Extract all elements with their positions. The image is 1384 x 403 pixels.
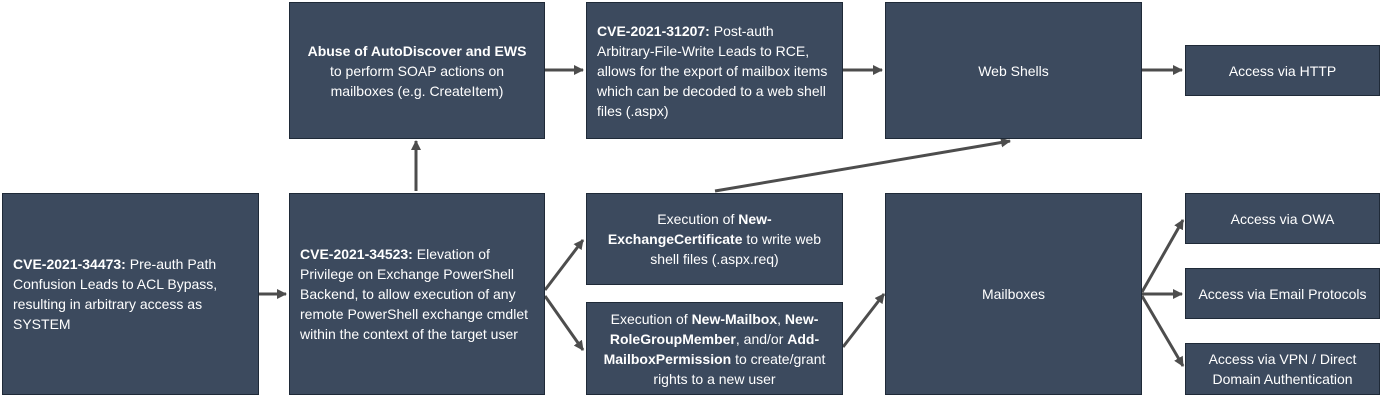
node-new-mailbox-sep-1: , [777,310,785,327]
node-new-mailbox-pre: Execution of [610,310,692,327]
node-new-exchangecertificate: Execution of New-ExchangeCertificate to … [586,193,843,285]
node-mailboxes-label: Mailboxes [981,286,1046,302]
node-access-vpn-label: Access via VPN / Direct Domain Authentic… [1208,351,1357,387]
node-new-mailbox-cmdlet-2: New-RoleGroupMember [609,310,819,347]
arrow-mailboxes-to-owa [1140,219,1185,293]
node-access-vpn: Access via VPN / Direct Domain Authentic… [1185,343,1380,395]
arrow-exchangecert-to-webshells [714,137,1011,193]
node-cve-2021-34523-id: CVE-2021-34523: [300,246,413,262]
node-access-email: Access via Email Protocols [1185,268,1380,319]
node-cve-2021-31207-text: CVE-2021-31207: Post-auth Arbitrary-File… [597,21,832,121]
node-new-mailbox-text: Execution of New-Mailbox, New-RoleGroupM… [597,309,832,389]
arrow-newmailbox-to-mailboxes [841,293,886,348]
node-new-mailbox-cmdlet-3: Add-MailboxPermission [603,330,820,367]
node-access-owa-label: Access via OWA [1230,210,1335,227]
node-cve-2021-34523: CVE-2021-34523: Elevation of Privilege o… [289,193,545,395]
node-new-exchangecertificate-post: to write web shell files (.aspx.req) [650,231,822,267]
arrow-mailboxes-to-vpn [1140,295,1185,367]
node-new-exchangecertificate-pre: Execution of [657,211,739,227]
node-autodiscover-ews: Abuse of AutoDiscover and EWS to perform… [289,2,545,139]
node-cve-2021-34523-desc: Elevation of Privilege on Exchange Power… [300,246,529,342]
node-cve-2021-31207-id: CVE-2021-31207: [597,22,710,39]
node-cve-2021-34523-text: CVE-2021-34523: Elevation of Privilege o… [300,244,534,344]
node-cve-2021-31207: CVE-2021-31207: Post-auth Arbitrary-File… [586,2,843,139]
node-cve-2021-34473: CVE-2021-34473: Pre-auth Path Confusion … [2,193,259,395]
node-access-email-label: Access via Email Protocols [1198,285,1367,302]
node-new-mailbox-cmdlet-1: New-Mailbox [691,310,778,327]
node-access-http-label: Access via HTTP [1228,62,1337,79]
node-new-exchangecertificate-cmdlet: New-ExchangeCertificate [607,211,772,247]
node-new-mailbox-post: to create/grant rights to a new user [653,350,826,387]
node-cve-2021-34473-text: CVE-2021-34473: Pre-auth Path Confusion … [13,254,248,334]
node-access-http: Access via HTTP [1185,45,1380,96]
node-new-mailbox: Execution of New-Mailbox, New-RoleGroupM… [586,302,843,395]
arrow-34523-to-newmailbox [543,295,585,351]
node-new-exchangecertificate-text: Execution of New-ExchangeCertificate to … [603,209,826,269]
node-autodiscover-ews-desc: to perform SOAP actions on mailboxes (e.… [329,62,505,99]
arrow-34523-to-exchangecert [543,239,585,291]
node-autodiscover-ews-title: Abuse of AutoDiscover and EWS [307,42,527,59]
node-cve-2021-34473-id: CVE-2021-34473: [13,256,126,272]
node-mailboxes: Mailboxes [885,193,1142,395]
node-web-shells: Web Shells [885,2,1142,139]
node-cve-2021-34473-desc: Pre-auth Path Confusion Leads to ACL Byp… [13,256,218,332]
node-cve-2021-31207-desc: Post-auth Arbitrary-File-Write Leads to … [597,22,828,119]
node-new-mailbox-sep-2: , and/or [735,330,788,347]
node-autodiscover-ews-text: Abuse of AutoDiscover and EWS to perform… [304,41,530,101]
node-web-shells-label: Web Shells [978,62,1049,79]
node-access-owa: Access via OWA [1185,193,1380,244]
